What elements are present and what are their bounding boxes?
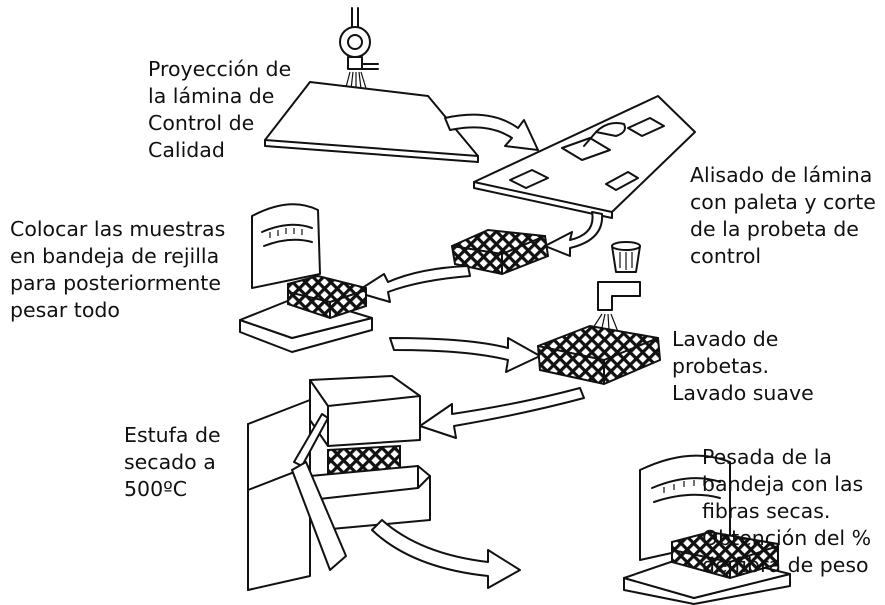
arrow-icon (389, 337, 541, 373)
weighing-scale-icon (623, 454, 791, 605)
arrow-icon (544, 211, 604, 257)
arrow-icon (355, 265, 471, 303)
step-label-line: Calidad (148, 138, 225, 162)
step-label-line: pesar todo (10, 298, 120, 322)
step-label-line: 500ºC (124, 477, 188, 501)
trowel-icon (561, 122, 626, 161)
step-label-line: en bandeja de rejilla (10, 244, 220, 268)
step-label-line: bandeja con las (702, 472, 864, 496)
step-label-placing: Colocar las muestras en bandeja de rejil… (10, 216, 225, 324)
step-label-line: para posteriormente (10, 271, 221, 295)
step-label-line: la lámina de (148, 84, 275, 108)
arrow-icon (371, 519, 521, 589)
mesh-tray-icon (450, 228, 550, 276)
step-label-line: Proyección de (148, 57, 292, 81)
step-label-line: Lavado suave (672, 381, 814, 405)
step-label-line: de fibra de peso (702, 553, 869, 577)
step-label-washing: Lavado de probetas. Lavado suave (672, 326, 814, 407)
mesh-tray-icon (536, 324, 662, 386)
step-label-line: de la probeta de (690, 217, 859, 241)
step-label-line: con paleta y corte (690, 190, 876, 214)
step-label-line: fibras secas. (702, 499, 831, 523)
weighing-scale-icon (239, 203, 373, 353)
step-label-line: Control de (148, 111, 255, 135)
step-label-line: Pesada de la (702, 445, 832, 469)
step-label-line: Obtención del % (702, 526, 872, 550)
step-label-line: Colocar las muestras (10, 217, 226, 241)
step-label-line: Alisado de lámina (690, 163, 873, 187)
step-label-spraying: Proyección de la lámina de Control de Ca… (148, 56, 291, 164)
arrow-icon (419, 387, 585, 439)
water-tap-icon (583, 241, 641, 347)
step-label-line: control (690, 244, 762, 268)
step-label-line: secado a (124, 450, 216, 474)
concrete-sheet-icon (264, 81, 479, 163)
step-label-smoothing: Alisado de lámina con paleta y corte de … (690, 162, 876, 270)
arrow-icon (444, 113, 539, 151)
step-label-line: Estufa de (124, 423, 221, 447)
step-label-weighing: Pesada de la bandeja con las fibras seca… (702, 444, 871, 579)
drying-oven-icon (247, 375, 431, 591)
step-label-line: Lavado de (672, 327, 779, 351)
step-label-drying: Estufa de secado a 500ºC (124, 422, 221, 503)
step-label-line: probetas. (672, 354, 769, 378)
